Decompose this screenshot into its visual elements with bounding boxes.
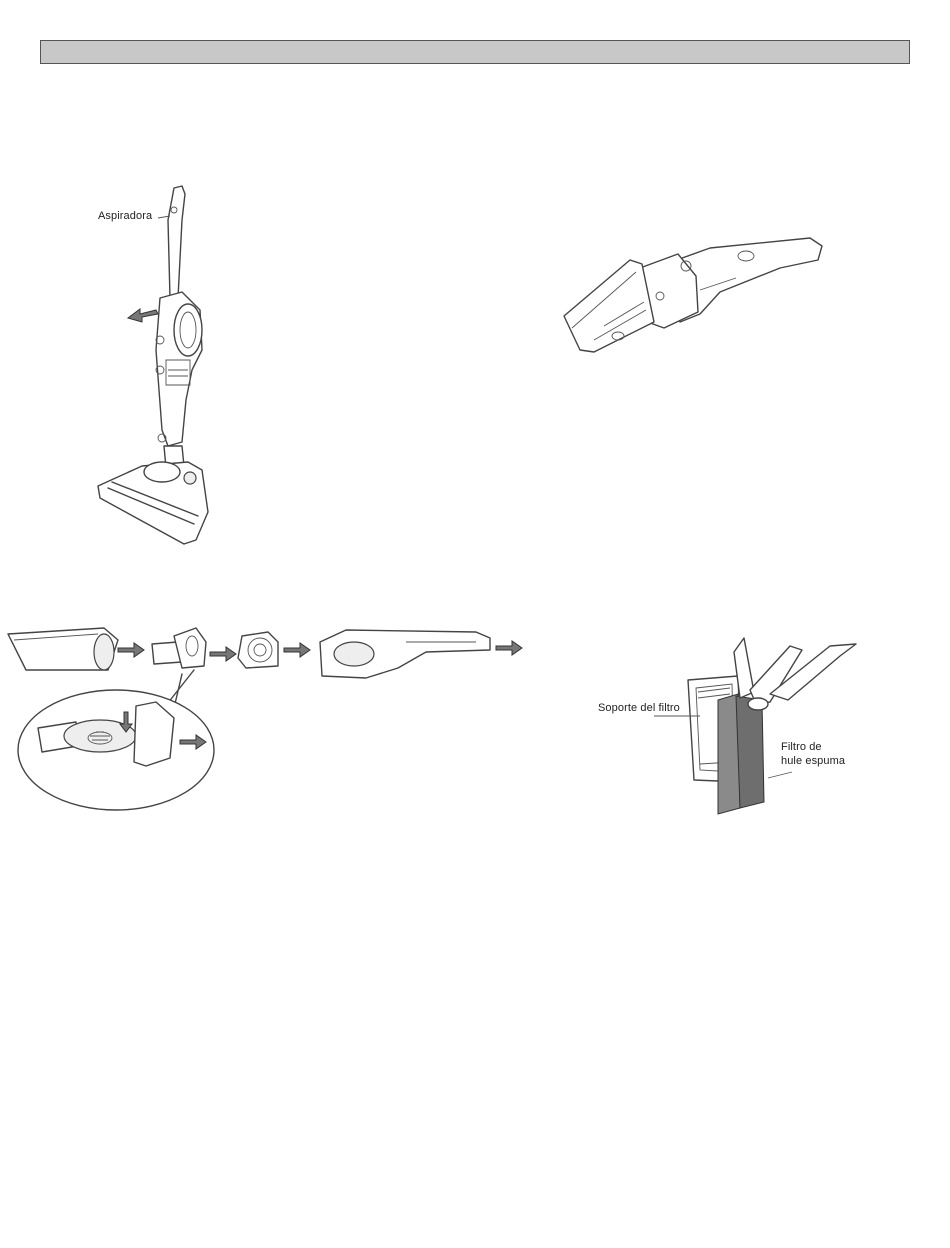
stick-vacuum-illustration [90, 180, 290, 550]
handheld-unit-illustration [560, 232, 830, 362]
section-header-bar [40, 40, 910, 64]
filter-holder-label: Soporte del filtro [598, 702, 680, 714]
arrow-icon [284, 643, 310, 657]
filter-detail-illustration [660, 632, 860, 822]
foam-filter-label-line1: Filtro de [781, 741, 822, 753]
foam-filter-label-line2: hule espuma [781, 755, 845, 767]
disassembly-sequence-illustration [6, 618, 536, 818]
arrow-icon [210, 647, 236, 661]
arrow-icon [118, 643, 144, 657]
arrow-icon [496, 641, 522, 655]
